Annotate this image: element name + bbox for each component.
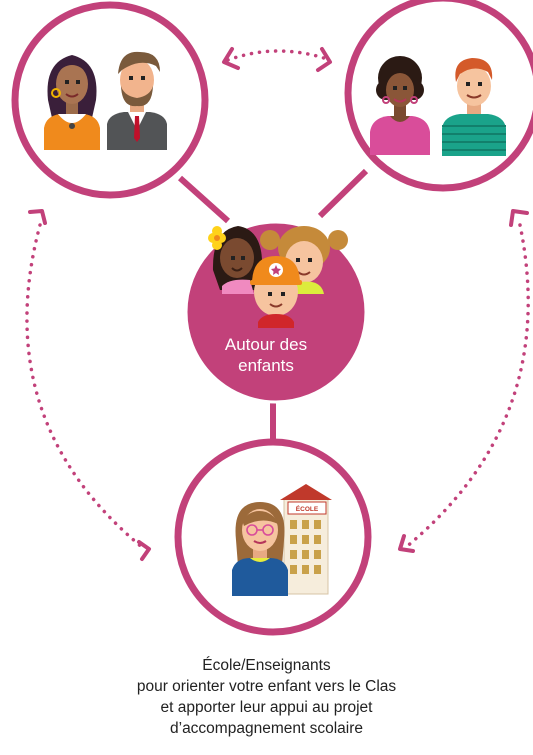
caption-line1: École/Enseignants [202, 657, 331, 674]
connector-line-right [317, 168, 369, 219]
school-sign-label: ÉCOLE [296, 504, 319, 513]
center-label-line2: enfants [238, 356, 294, 375]
teacher-icon [232, 502, 288, 596]
connector-line-left [177, 175, 231, 224]
caption-line4: d’accompagnement scolaire [170, 720, 363, 737]
center-label-line1: Autour des [224, 335, 308, 354]
school-building-icon: ÉCOLE [280, 484, 332, 595]
boy-with-cap-icon [250, 256, 302, 328]
caption: École/Enseignants pour orienter votre en… [20, 655, 513, 739]
parents-circle-right [344, 0, 533, 192]
caption-line2: pour orienter votre enfant vers le Clas [136, 678, 397, 695]
woman-parent-icon [370, 56, 430, 155]
parents-circle-left [11, 1, 209, 199]
teacher-school-circle: ÉCOLE [174, 438, 372, 636]
dotted-arrow-top [222, 47, 332, 72]
girl-with-flower-icon [208, 226, 263, 294]
dotted-arrow-left [25, 209, 151, 561]
man-parent-icon [107, 51, 167, 150]
center-label: Autour des enfants [206, 334, 326, 376]
caption-line3: et apporter leur appui au projet [160, 699, 373, 716]
children-circle [184, 220, 368, 404]
man-parent-icon [442, 58, 506, 156]
dotted-arrow-right [398, 209, 530, 553]
flower-icon [208, 226, 226, 250]
woman-parent-icon [44, 55, 100, 150]
